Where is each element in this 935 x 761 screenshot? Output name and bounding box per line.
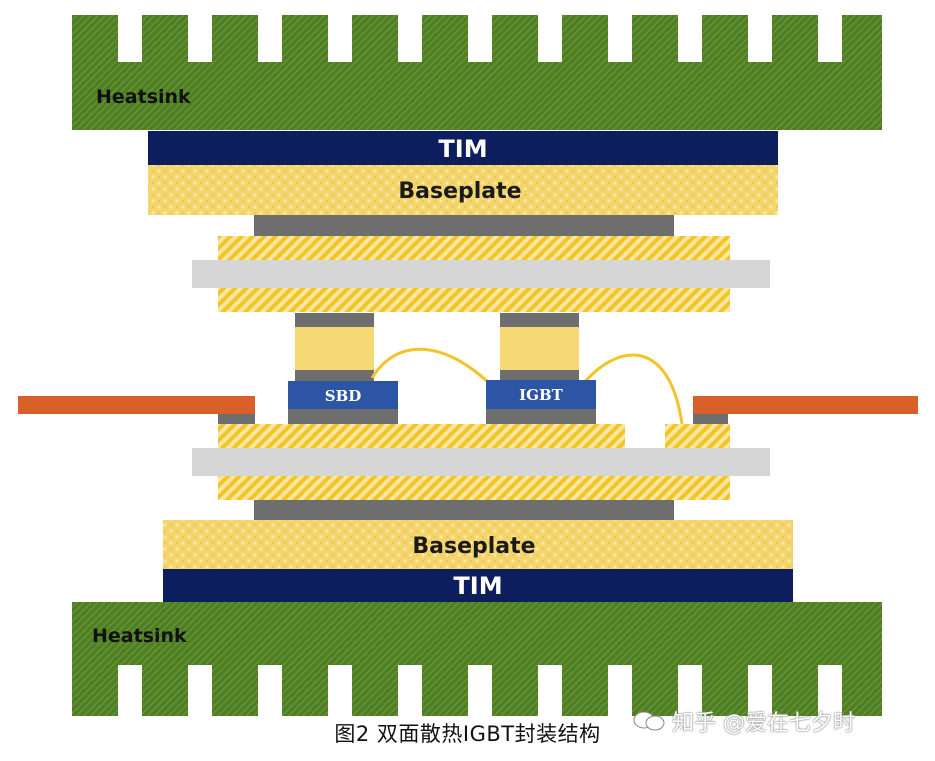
bond-wire-sbd-igbt xyxy=(370,347,490,384)
sbd-chip: SBD xyxy=(288,381,398,424)
solder-layer-top xyxy=(254,215,674,236)
copper-layer-top-upper xyxy=(218,236,730,260)
terminal-left xyxy=(18,396,255,424)
igbt-label: IGBT xyxy=(519,386,564,404)
heatsink-bottom-label: Heatsink xyxy=(92,625,187,647)
sbd-label: SBD xyxy=(325,387,362,405)
baseplate-top-label: Baseplate xyxy=(398,179,521,204)
copper-gap xyxy=(625,424,665,448)
watermark: 知乎 @爱在七夕时 xyxy=(632,706,855,736)
igbt-chip: IGBT xyxy=(486,380,596,424)
heatsink-bottom: Heatsink xyxy=(72,602,882,716)
spacer-sbd xyxy=(295,313,374,381)
baseplate-bottom: Baseplate xyxy=(163,520,793,569)
spacer-igbt xyxy=(500,313,579,381)
ceramic-layer-top xyxy=(192,260,770,288)
tim-bottom: TIM xyxy=(163,569,793,602)
heatsink-top-label: Heatsink xyxy=(96,86,191,108)
baseplate-top: Baseplate xyxy=(148,165,778,215)
tim-top: TIM xyxy=(148,131,778,165)
solder-layer-bottom xyxy=(254,500,674,520)
heatsink-top: Heatsink xyxy=(72,15,882,130)
dbc-substrate-top xyxy=(192,236,770,312)
bond-wire-igbt-terminal xyxy=(580,353,684,425)
tim-top-label: TIM xyxy=(438,135,487,163)
baseplate-bottom-label: Baseplate xyxy=(412,534,535,559)
terminal-right xyxy=(693,396,918,424)
copper-layer-bottom-lower xyxy=(218,476,730,500)
wechat-icon xyxy=(633,711,665,731)
figure-caption: 图2 双面散热IGBT封装结构 xyxy=(334,722,601,746)
watermark-text: 知乎 @爱在七夕时 xyxy=(672,711,855,736)
tim-bottom-label: TIM xyxy=(453,572,502,600)
copper-layer-top-lower xyxy=(218,288,730,312)
dbc-substrate-bottom xyxy=(192,424,770,500)
ceramic-layer-bottom xyxy=(192,448,770,476)
